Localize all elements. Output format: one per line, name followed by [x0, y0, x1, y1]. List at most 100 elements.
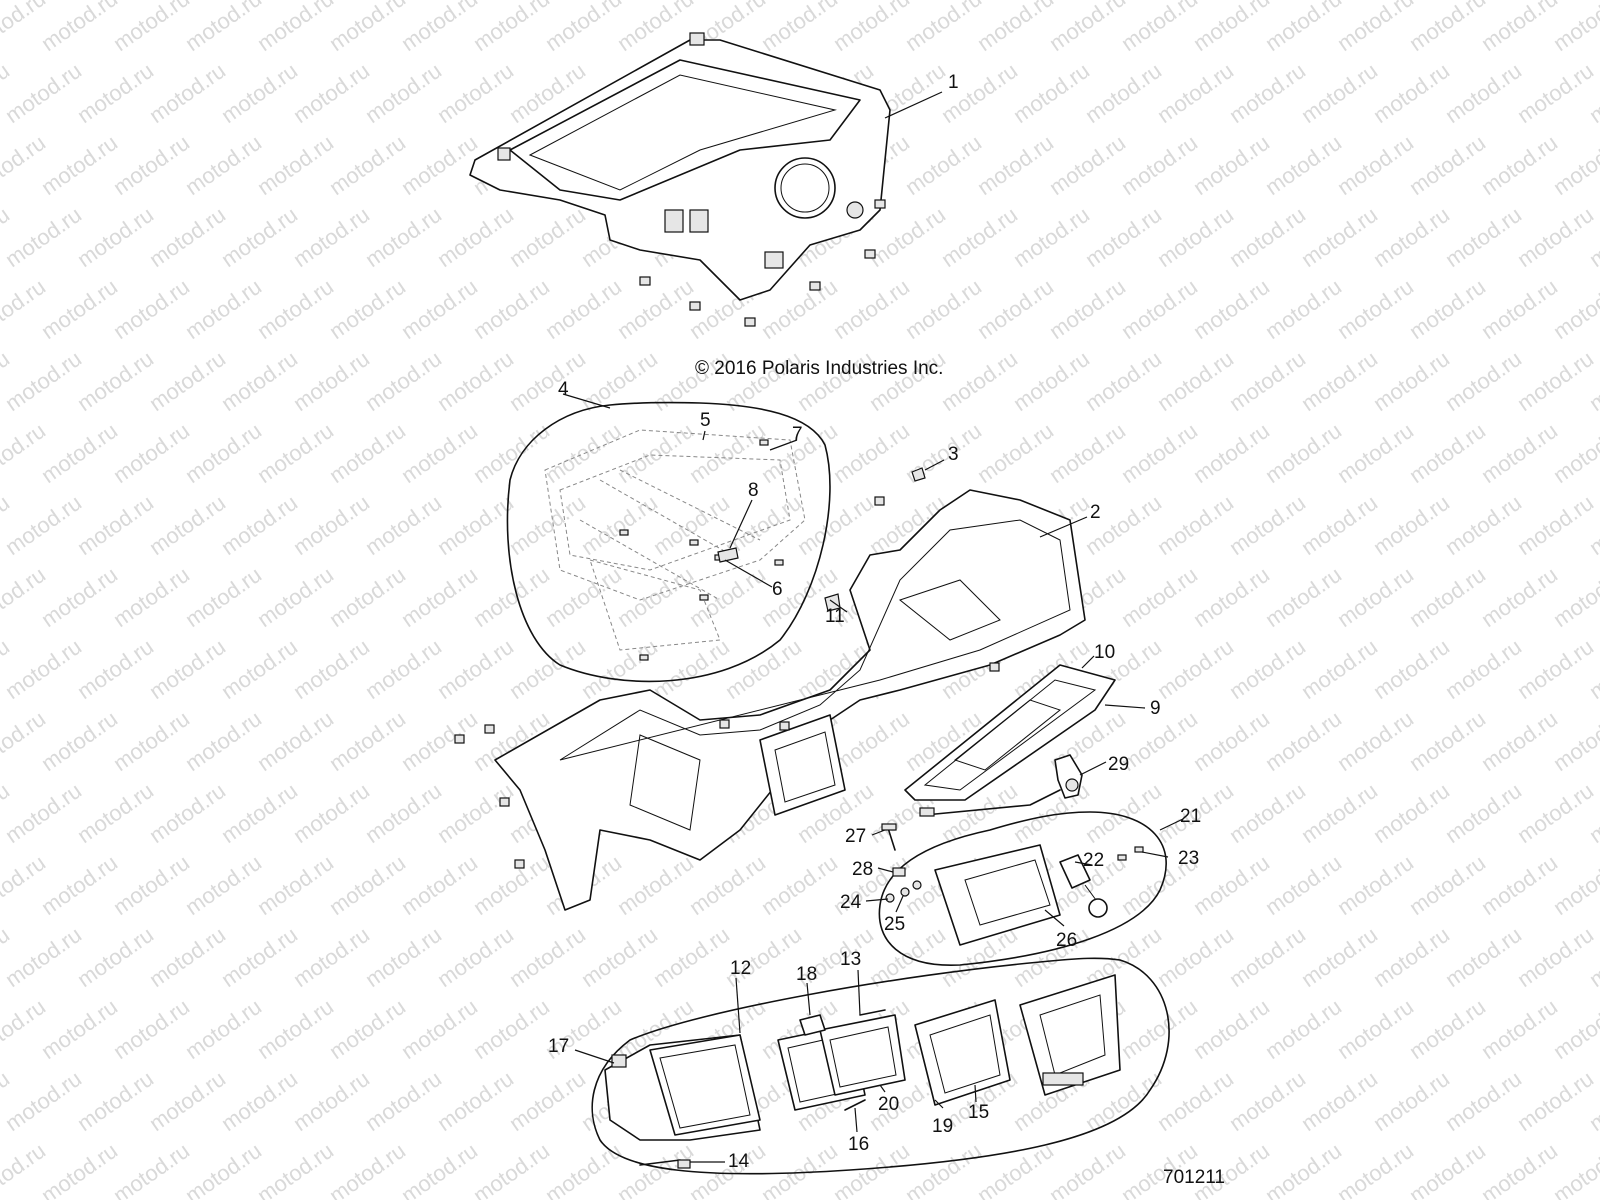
- watermark-text: motod.ru: [721, 922, 806, 992]
- watermark-text: motod.ru: [1549, 562, 1600, 632]
- watermark-text: motod.ru: [397, 562, 482, 632]
- watermark-text: motod.ru: [1117, 994, 1202, 1064]
- watermark-text: motod.ru: [1405, 418, 1490, 488]
- watermark-text: motod.ru: [1405, 562, 1490, 632]
- watermark-text: motod.ru: [145, 634, 230, 704]
- watermark-text: motod.ru: [1189, 706, 1274, 776]
- part-21-group: [878, 811, 1167, 966]
- watermark-text: motod.ru: [577, 346, 662, 416]
- watermark-text: motod.ru: [793, 490, 878, 560]
- watermark-text: motod.ru: [1549, 706, 1600, 776]
- watermark-text: motod.ru: [1009, 346, 1094, 416]
- watermark-text: motod.ru: [541, 562, 626, 632]
- watermark-text: motod.ru: [1441, 922, 1526, 992]
- watermark-text: motod.ru: [109, 706, 194, 776]
- watermark-text: motod.ru: [217, 202, 302, 272]
- callout-23: 23: [1178, 848, 1199, 869]
- watermark-text: motod.ru: [325, 0, 410, 56]
- watermark-text: motod.ru: [217, 346, 302, 416]
- watermark-text: motod.ru: [1225, 634, 1310, 704]
- watermark-text: motod.ru: [73, 634, 158, 704]
- watermark-text: motod.ru: [1117, 418, 1202, 488]
- watermark-text: motod.ru: [1225, 346, 1310, 416]
- watermark-text: motod.ru: [1549, 994, 1600, 1064]
- watermark-text: motod.ru: [973, 1138, 1058, 1200]
- watermark-text: motod.ru: [1045, 418, 1130, 488]
- watermark-text: motod.ru: [37, 562, 122, 632]
- watermark-text: motod.ru: [1189, 130, 1274, 200]
- watermark-text: motod.ru: [1549, 274, 1600, 344]
- watermark-text: motod.ru: [1225, 58, 1310, 128]
- watermark-text: motod.ru: [37, 1138, 122, 1200]
- watermark-text: motod.ru: [1261, 706, 1346, 776]
- watermark-text: motod.ru: [37, 130, 122, 200]
- watermark-text: motod.ru: [1333, 418, 1418, 488]
- watermark-text: motod.ru: [973, 130, 1058, 200]
- watermark-text: motod.ru: [1153, 58, 1238, 128]
- watermark-text: motod.ru: [1369, 922, 1454, 992]
- callout-7: 7: [792, 424, 803, 445]
- watermark-text: motod.ru: [181, 130, 266, 200]
- callout-16: 16: [848, 1134, 869, 1155]
- watermark-text: motod.ru: [1477, 706, 1562, 776]
- watermark-text: motod.ru: [1513, 922, 1598, 992]
- watermark-text: motod.ru: [541, 1138, 626, 1200]
- watermark-text: motod.ru: [1081, 58, 1166, 128]
- watermark-text: motod.ru: [1, 346, 86, 416]
- watermark-text: motod.ru: [73, 922, 158, 992]
- watermark-text: motod.ru: [37, 994, 122, 1064]
- watermark-text: motod.ru: [505, 1066, 590, 1136]
- watermark-text: motod.ru: [145, 346, 230, 416]
- watermark-text: motod.ru: [1153, 1066, 1238, 1136]
- watermark-text: motod.ru: [145, 1066, 230, 1136]
- callout-6: 6: [772, 579, 783, 600]
- callout-13: 13: [840, 949, 861, 970]
- callout-4: 4: [558, 379, 569, 400]
- watermark-text: motod.ru: [973, 418, 1058, 488]
- watermark-text: motod.ru: [649, 346, 734, 416]
- watermark-text: motod.ru: [433, 922, 518, 992]
- watermark-text: motod.ru: [901, 130, 986, 200]
- watermark-text: motod.ru: [1513, 634, 1598, 704]
- watermark-text: motod.ru: [1333, 1138, 1418, 1200]
- watermark-text: motod.ru: [1333, 994, 1418, 1064]
- watermark-text: motod.ru: [1333, 706, 1418, 776]
- watermark-text: motod.ru: [1045, 274, 1130, 344]
- watermark-text: motod.ru: [1477, 418, 1562, 488]
- watermark-text: motod.ru: [289, 922, 374, 992]
- watermark-text: motod.ru: [37, 850, 122, 920]
- watermark-text: motod.ru: [505, 202, 590, 272]
- watermark-text: motod.ru: [73, 778, 158, 848]
- watermark-text: motod.ru: [1441, 58, 1526, 128]
- watermark-text: motod.ru: [1549, 850, 1600, 920]
- watermark-text: motod.ru: [1297, 922, 1382, 992]
- callout-15: 15: [968, 1102, 989, 1123]
- watermark-text: motod.ru: [109, 0, 194, 56]
- watermark-text: motod.ru: [901, 274, 986, 344]
- watermark-text: motod.ru: [1513, 202, 1598, 272]
- watermark-text: motod.ru: [469, 0, 554, 56]
- watermark-text: motod.ru: [289, 490, 374, 560]
- callout-21: 21: [1180, 806, 1201, 827]
- watermark-text: motod.ru: [1225, 202, 1310, 272]
- watermark-text: motod.ru: [469, 274, 554, 344]
- watermark-text: motod.ru: [1513, 490, 1598, 560]
- watermark-text: motod.ru: [73, 490, 158, 560]
- callout-5: 5: [700, 410, 711, 431]
- watermark-text: motod.ru: [109, 130, 194, 200]
- watermark-text: motod.ru: [793, 346, 878, 416]
- watermark-text: motod.ru: [973, 274, 1058, 344]
- watermark-text: motod.ru: [1333, 274, 1418, 344]
- watermark-text: motod.ru: [1477, 994, 1562, 1064]
- callout-1: 1: [948, 72, 959, 93]
- watermark-text: motod.ru: [361, 202, 446, 272]
- part-12-group: [591, 957, 1170, 1175]
- watermark-text: motod.ru: [433, 346, 518, 416]
- watermark-text: motod.ru: [1009, 58, 1094, 128]
- watermark-text: motod.ru: [1369, 58, 1454, 128]
- watermark-text: motod.ru: [217, 1066, 302, 1136]
- watermark-text: motod.ru: [685, 418, 770, 488]
- watermark-text: motod.ru: [1, 1066, 86, 1136]
- watermark-text: motod.ru: [217, 58, 302, 128]
- watermark-text: motod.ru: [289, 634, 374, 704]
